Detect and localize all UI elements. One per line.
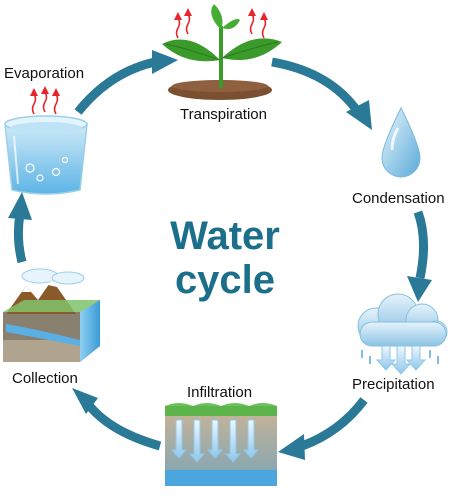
- cycle-arrow-transpiration-to-condensation: [271, 57, 372, 130]
- label-transpiration: Transpiration: [180, 106, 267, 123]
- evaporation-glass-icon: [4, 115, 88, 195]
- cycle-arrow-precipitation-to-infiltration: [278, 397, 368, 460]
- collection-landscape-icon: [3, 268, 100, 362]
- cycle-arrow-evaporation-to-transpiration: [74, 50, 178, 115]
- cycle-arrow-infiltration-to-collection: [72, 388, 162, 451]
- transpiration-vapor-arrows-icon: [174, 8, 268, 39]
- label-evaporation: Evaporation: [4, 65, 85, 82]
- label-collection: Collection: [12, 370, 78, 387]
- transpiration-plant-icon: [162, 4, 282, 100]
- condensation-drop-icon: [381, 106, 421, 178]
- evaporation-vapor-arrows-icon: [30, 86, 60, 115]
- cycle-arrow-collection-to-evaporation: [8, 192, 32, 264]
- label-infiltration: Infiltration: [187, 384, 253, 401]
- precipitation-rain-cloud-icon: [357, 293, 448, 375]
- label-condensation: Condensation: [352, 190, 445, 207]
- label-precipitation: Precipitation: [352, 376, 435, 393]
- infiltration-ground-icon: [165, 403, 277, 486]
- cycle-arrow-condensation-to-precipitation: [407, 210, 432, 302]
- diagram-title-line-2: cycle: [174, 258, 276, 302]
- diagram-title-line-1: Water: [170, 214, 280, 258]
